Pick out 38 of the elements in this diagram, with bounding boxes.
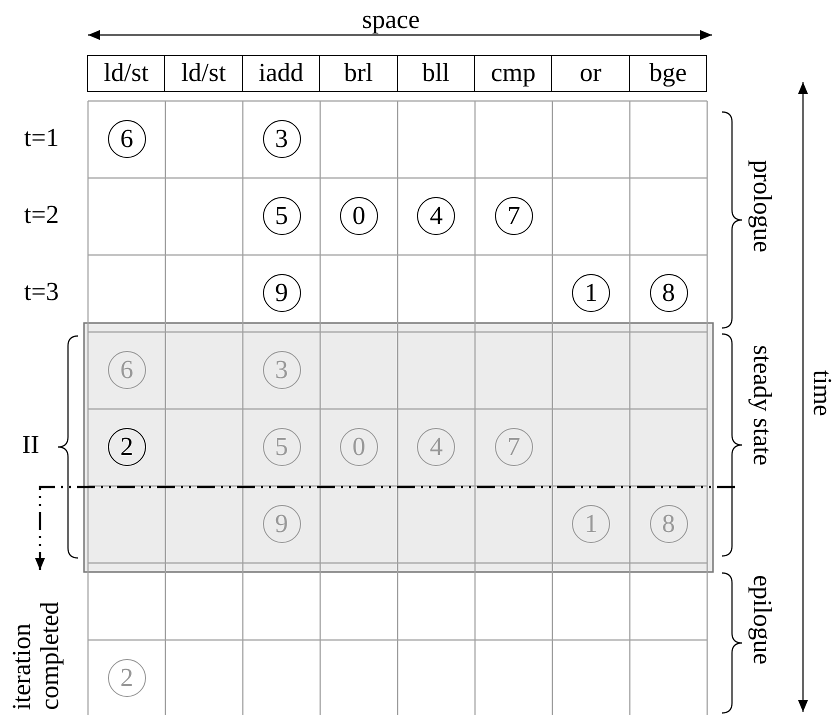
phase-label: prologue (748, 160, 776, 252)
circled-number: 1 (572, 274, 610, 312)
circled-number: 6 (108, 120, 146, 158)
circled-number: 3 (262, 350, 300, 388)
row-label: t=1 (24, 124, 59, 152)
circled-number: 3 (262, 120, 300, 158)
circled-number: 0 (340, 428, 378, 466)
column-header: ld/st (87, 55, 166, 92)
axis-label: space (362, 6, 420, 34)
circled-number: 6 (108, 350, 146, 388)
circled-number: 2 (108, 428, 146, 466)
circled-number: 0 (340, 196, 378, 234)
phase-label: steady state (748, 345, 776, 466)
column-header: bll (396, 55, 475, 92)
circled-number: 9 (262, 504, 300, 542)
circled-number: 4 (417, 196, 456, 234)
brace-label: II (22, 431, 40, 459)
column-header: or (551, 55, 630, 92)
phase-label: epilogue (748, 575, 776, 665)
row-label: t=2 (24, 201, 59, 229)
row-label: t=3 (24, 278, 59, 306)
circled-number: 5 (262, 428, 300, 466)
column-header: brl (319, 55, 398, 92)
circled-number: 9 (262, 274, 300, 312)
column-header: ld/st (164, 55, 243, 92)
circled-number: 8 (650, 504, 688, 542)
circled-number: 8 (650, 274, 688, 312)
circled-number: 7 (494, 428, 533, 466)
circled-number: 2 (108, 658, 146, 696)
phase-label: time (808, 370, 835, 416)
circled-number: 7 (494, 196, 533, 234)
annotation-label: iteration completed (8, 600, 64, 710)
circled-number: 5 (262, 196, 300, 234)
circled-number: 1 (572, 504, 610, 542)
circled-number: 4 (417, 428, 456, 466)
column-header: cmp (474, 55, 552, 92)
column-header: bge (628, 55, 708, 92)
column-header: iadd (242, 55, 320, 92)
